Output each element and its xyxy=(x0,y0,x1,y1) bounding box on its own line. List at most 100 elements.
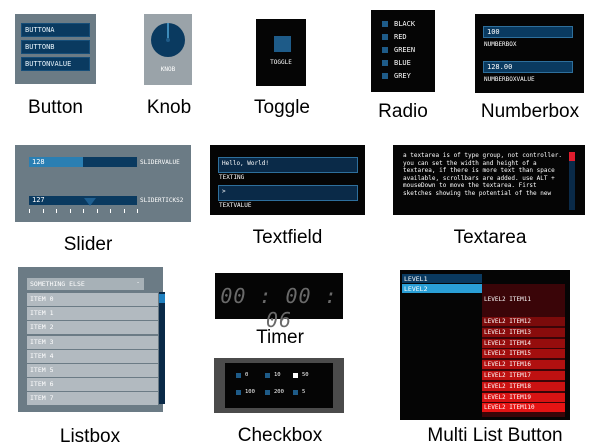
listbox-item[interactable]: ITEM 5 xyxy=(27,364,158,377)
multilist-level2-item[interactable]: LEVEL2 ITEM14 xyxy=(482,338,565,348)
textfield-label: TEXTING xyxy=(219,174,245,181)
textarea-content[interactable]: a textarea is of type group, not control… xyxy=(403,152,562,197)
textfield-value-input[interactable]: > xyxy=(218,185,358,201)
radio-box[interactable] xyxy=(382,60,388,66)
radio-caption: Radio xyxy=(378,101,428,122)
slider-tick xyxy=(123,209,125,213)
slider-track[interactable]: 128 xyxy=(29,157,137,167)
multilist-level2-item[interactable]: LEVEL2 ITEM15 xyxy=(482,349,565,359)
checkbox-box[interactable] xyxy=(236,373,241,378)
radio-box[interactable] xyxy=(382,21,388,27)
radio-option-red[interactable]: RED xyxy=(377,32,429,45)
multilist-level1-item[interactable]: LEVEL2 xyxy=(402,284,482,293)
listbox-item[interactable]: ITEM 4 xyxy=(27,349,158,363)
slider-tick xyxy=(42,209,44,213)
slider-tick xyxy=(96,209,98,213)
numberbox-value-label: NUMBERBOXVALUE xyxy=(484,76,535,83)
textfield-panel: Hello, World! TEXTING > TEXTVALUE xyxy=(210,145,365,215)
slider-ticks-track[interactable]: 127 xyxy=(29,196,137,206)
checkbox-box[interactable] xyxy=(293,390,298,395)
checkbox-box[interactable] xyxy=(293,373,298,378)
timer-panel: 00 : 00 : 06 xyxy=(215,273,343,332)
listbox-scroll-thumb[interactable] xyxy=(159,294,165,303)
radio-option-black[interactable]: BLACK xyxy=(377,19,429,32)
checkbox-label: 200 xyxy=(274,389,284,395)
multilist-level2-item[interactable]: LEVEL2 ITEM19 xyxy=(482,392,565,402)
listbox-scrollbar[interactable] xyxy=(159,292,165,404)
radio-option-green[interactable]: GREEN xyxy=(377,45,429,58)
checkbox-label: 0 xyxy=(245,372,249,378)
multilist-level2-item[interactable]: LEVEL2 ITEM16 xyxy=(482,360,565,370)
listbox-item[interactable]: ITEM 3 xyxy=(27,335,158,349)
listbox-item[interactable]: ITEM 1 xyxy=(27,307,158,321)
checkbox-caption: Checkbox xyxy=(237,425,323,446)
multilist-level2-item[interactable]: LEVEL2 ITEM17 xyxy=(482,371,565,380)
radio-label: BLUE xyxy=(394,59,411,67)
multilist-level2-item[interactable]: LEVEL2 ITEM13 xyxy=(482,327,565,337)
textarea-scroll-thumb[interactable] xyxy=(569,152,575,161)
numberbox-value-field[interactable]: 128.00 xyxy=(483,61,573,73)
knob-label: KNOB xyxy=(160,66,176,73)
listbox-item[interactable]: ITEM 7 xyxy=(27,392,158,406)
knob-dial[interactable] xyxy=(144,18,192,68)
toggle-switch[interactable] xyxy=(274,36,291,52)
multilist-level2-item[interactable]: LEVEL2 ITEM12 xyxy=(482,317,565,326)
listbox-collapse-icon[interactable]: - xyxy=(136,278,140,286)
slider-ticks-label: SLIDERTICKS2 xyxy=(140,197,184,204)
checkbox-box[interactable] xyxy=(265,390,270,395)
button-value[interactable]: BUTTONVALUE xyxy=(21,57,90,71)
slider-ticks-value: 127 xyxy=(32,196,45,204)
listbox-header[interactable]: SOMETHING ELSE - xyxy=(27,278,144,290)
button-panel: BUTTONA BUTTONB BUTTONVALUE xyxy=(15,14,96,84)
slider-label: SLIDERVALUE xyxy=(140,159,180,166)
radio-option-grey[interactable]: GREY xyxy=(377,71,429,84)
listbox-header-label: SOMETHING ELSE xyxy=(30,280,85,288)
textfield-input[interactable]: Hello, World! xyxy=(218,157,358,173)
toggle-panel: TOGGLE xyxy=(256,19,306,86)
radio-option-blue[interactable]: BLUE xyxy=(377,58,429,71)
numberbox-field[interactable]: 100 xyxy=(483,26,573,38)
radio-panel: BLACK RED GREEN BLUE GREY xyxy=(371,10,435,92)
checkbox-box[interactable] xyxy=(265,373,270,378)
button-caption: Button xyxy=(28,97,83,118)
multilist-level1-item[interactable]: LEVEL1 xyxy=(402,274,482,283)
multilist-level2-item[interactable]: LEVEL2 ITEM110 xyxy=(482,403,565,413)
slider-panel: 128 SLIDERVALUE 127 SLIDERTICKS2 xyxy=(15,145,191,222)
multilist-level2-item[interactable]: LEVEL2 ITEM18 xyxy=(482,381,565,391)
knob-caption: Knob xyxy=(146,97,192,118)
checkbox-label: 10 xyxy=(274,372,281,378)
timer-caption: Timer xyxy=(256,327,304,348)
button-a[interactable]: BUTTONA xyxy=(21,23,90,37)
radio-box[interactable] xyxy=(382,47,388,53)
numberbox-label: NUMBERBOX xyxy=(484,41,517,48)
slider-tick xyxy=(56,209,57,213)
slider-thumb[interactable] xyxy=(84,198,96,206)
slider-tick xyxy=(137,209,138,213)
button-b[interactable]: BUTTONB xyxy=(21,40,90,54)
radio-label: RED xyxy=(394,33,407,41)
numberbox-panel: 100 NUMBERBOX 128.00 NUMBERBOXVALUE xyxy=(475,14,584,93)
numberbox-caption: Numberbox xyxy=(480,101,580,122)
multilist-level2-item[interactable]: LEVEL2 ITEM11 xyxy=(484,296,531,303)
checkbox-box[interactable] xyxy=(236,390,241,395)
listbox-item[interactable]: ITEM 2 xyxy=(27,321,158,335)
toggle-caption: Toggle xyxy=(254,97,310,118)
slider-fill xyxy=(29,157,83,167)
listbox-caption: Listbox xyxy=(59,426,121,446)
slider-tick xyxy=(83,209,84,213)
textfield-value-label: TEXTVALUE xyxy=(219,202,252,209)
listbox-item[interactable]: ITEM 0 xyxy=(27,293,158,306)
listbox-item[interactable]: ITEM 6 xyxy=(27,378,158,392)
checkbox-label: 50 xyxy=(302,372,309,378)
radio-box[interactable] xyxy=(382,73,388,79)
radio-box[interactable] xyxy=(382,34,388,40)
radio-label: GREY xyxy=(394,72,411,80)
slider-caption: Slider xyxy=(63,234,113,255)
slider-tick xyxy=(29,209,30,213)
radio-label: GREEN xyxy=(394,46,416,54)
multilist-caption: Multi List Button xyxy=(427,425,563,446)
textarea-scrollbar[interactable] xyxy=(569,152,575,210)
